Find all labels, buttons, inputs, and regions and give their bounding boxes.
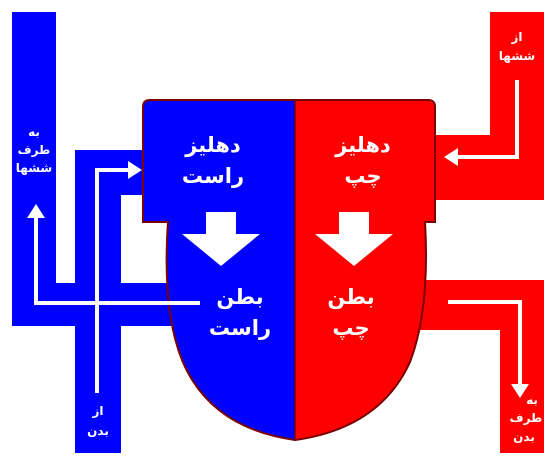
to-body-label-line3: بدن (513, 430, 535, 444)
right-ventricle-label-line2: راست (209, 316, 271, 340)
from-lungs-arrowhead-icon (444, 148, 458, 166)
left-ventricle-label-line1: بطن (327, 285, 374, 309)
right-ventricle-label-line1: بطن (216, 285, 263, 309)
to-body-label-line1: به (526, 393, 538, 407)
to-lungs-label-line1: به (28, 125, 40, 139)
right-valve-arrow-icon (182, 212, 260, 266)
from-body-arrowhead-icon (128, 161, 142, 179)
vena-cava-horizontal (75, 150, 155, 195)
from-lungs-label-line2: ششها (499, 49, 535, 63)
pulmonary-vein-horizontal (420, 135, 544, 200)
left-ventricle-label-line2: چپ (332, 316, 369, 340)
from-lungs-flow-arrow-icon (456, 80, 519, 159)
from-body-label-line2: بدن (87, 424, 109, 438)
to-body-label-line2: طرف (510, 411, 543, 425)
from-body-label-line1: از (91, 404, 103, 418)
flow-arrowheads (27, 148, 529, 398)
left-ventricle (295, 222, 426, 440)
left-atrium (295, 100, 435, 222)
right-atrium-label-line2: راست (182, 164, 244, 188)
right-atrium-label-line1: دهلیز (184, 133, 241, 157)
right-atrium (143, 100, 295, 222)
to-lungs-arrowhead-icon (27, 204, 45, 218)
left-valve-arrow-icon (315, 212, 393, 266)
to-lungs-flow-arrow-icon (34, 216, 200, 305)
from-body-flow-arrow-icon (95, 168, 130, 393)
to-body-arrowhead-icon (511, 384, 529, 398)
left-atrium-label-line1: دهلیز (334, 133, 391, 157)
from-lungs-label-line1: از (510, 30, 522, 44)
left-atrium-label-line2: چپ (344, 164, 381, 188)
flow-arrows (34, 80, 522, 393)
to-body-flow-arrow-icon (448, 300, 522, 386)
to-lungs-label-line3: ششها (16, 161, 52, 175)
right-ventricle (166, 222, 295, 440)
heart-outline (142, 99, 436, 442)
to-lungs-label-line2: طرف (18, 143, 51, 157)
